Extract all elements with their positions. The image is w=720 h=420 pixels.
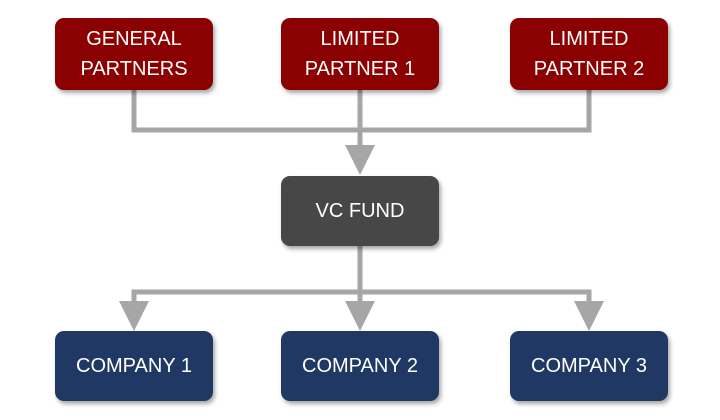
- connector-bus-to-company-3: [360, 289, 604, 331]
- company-1-box: COMPANY 1: [55, 331, 213, 401]
- connector-gp-to-bus: [131, 90, 360, 133]
- general-partners-box: GENERAL PARTNERS: [55, 18, 213, 90]
- limited-partner-1-box: LIMITED PARTNER 1: [281, 18, 439, 90]
- limited-partner-2-box: LIMITED PARTNER 2: [510, 18, 668, 90]
- vc-fund-box: VC FUND: [281, 176, 439, 246]
- company-3-box: COMPANY 3: [510, 331, 668, 401]
- connector-lp2-to-bus: [360, 90, 592, 133]
- connector-bus-to-company-1: [119, 289, 360, 331]
- company-2-box: COMPANY 2: [281, 331, 439, 401]
